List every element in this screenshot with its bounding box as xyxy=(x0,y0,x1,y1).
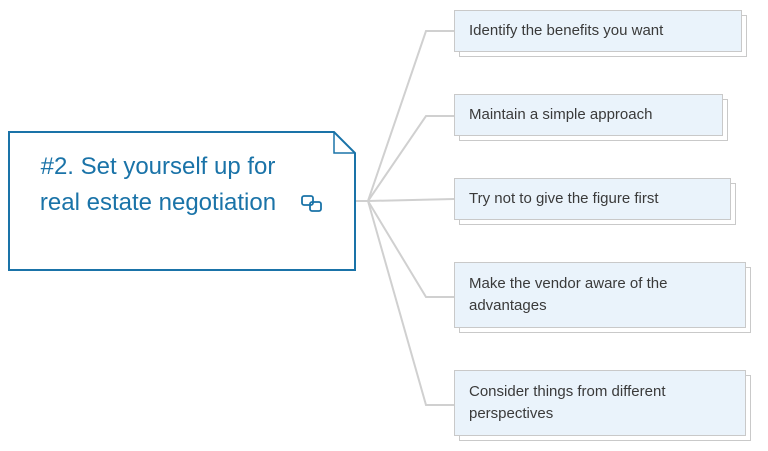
connector-line xyxy=(367,198,455,202)
connector-line xyxy=(367,200,454,406)
subtopic-label: Identify the benefits you want xyxy=(469,22,664,39)
subtopic-node[interactable]: Try not to give the figure first xyxy=(454,178,736,225)
connector-line xyxy=(356,30,454,202)
subtopic-card: Try not to give the figure first xyxy=(454,178,731,220)
central-topic[interactable]: #2. Set yourself up for real estate nego… xyxy=(8,131,356,271)
subtopic-label: Consider things from different perspecti… xyxy=(469,383,666,422)
subtopic-node[interactable]: Maintain a simple approach xyxy=(454,94,728,141)
connector-line xyxy=(367,115,454,202)
linked-topic-icon[interactable] xyxy=(300,194,324,214)
subtopic-label: Maintain a simple approach xyxy=(469,106,653,123)
subtopic-node[interactable]: Identify the benefits you want xyxy=(454,10,747,57)
subtopic-card: Consider things from different perspecti… xyxy=(454,370,746,436)
central-topic-frame xyxy=(8,131,356,271)
connector-line xyxy=(367,200,454,298)
subtopic-label: Make the vendor aware of the advantages xyxy=(469,275,668,314)
subtopic-card: Maintain a simple approach xyxy=(454,94,723,136)
central-topic-title: #2. Set yourself up for real estate nego… xyxy=(39,153,277,216)
subtopic-node[interactable]: Consider things from different perspecti… xyxy=(454,370,751,441)
subtopic-node[interactable]: Make the vendor aware of the advantages xyxy=(454,262,751,333)
subtopic-card: Make the vendor aware of the advantages xyxy=(454,262,746,328)
subtopic-label: Try not to give the figure first xyxy=(469,190,659,207)
subtopic-card: Identify the benefits you want xyxy=(454,10,742,52)
